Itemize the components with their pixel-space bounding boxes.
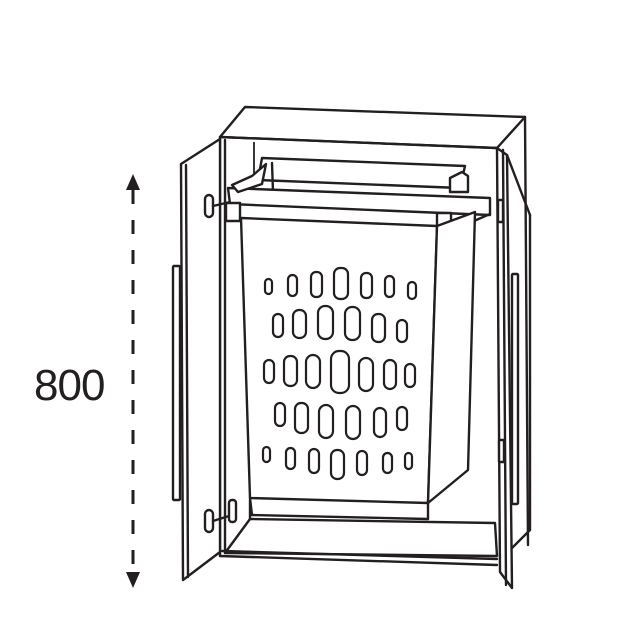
laundry-basket (239, 210, 477, 521)
left-door-handle (171, 264, 182, 502)
basket-ventilation-holes (261, 266, 418, 481)
arrow-up-icon (126, 174, 140, 190)
height-dimension-arrow (126, 174, 140, 588)
left-door (171, 137, 238, 582)
right-door (495, 146, 532, 590)
arrow-down-icon (126, 572, 140, 588)
height-dimension-label: 800 (34, 361, 105, 410)
basket-frame (224, 156, 492, 233)
right-door-handle (510, 272, 520, 506)
cabinet-body (218, 105, 530, 567)
